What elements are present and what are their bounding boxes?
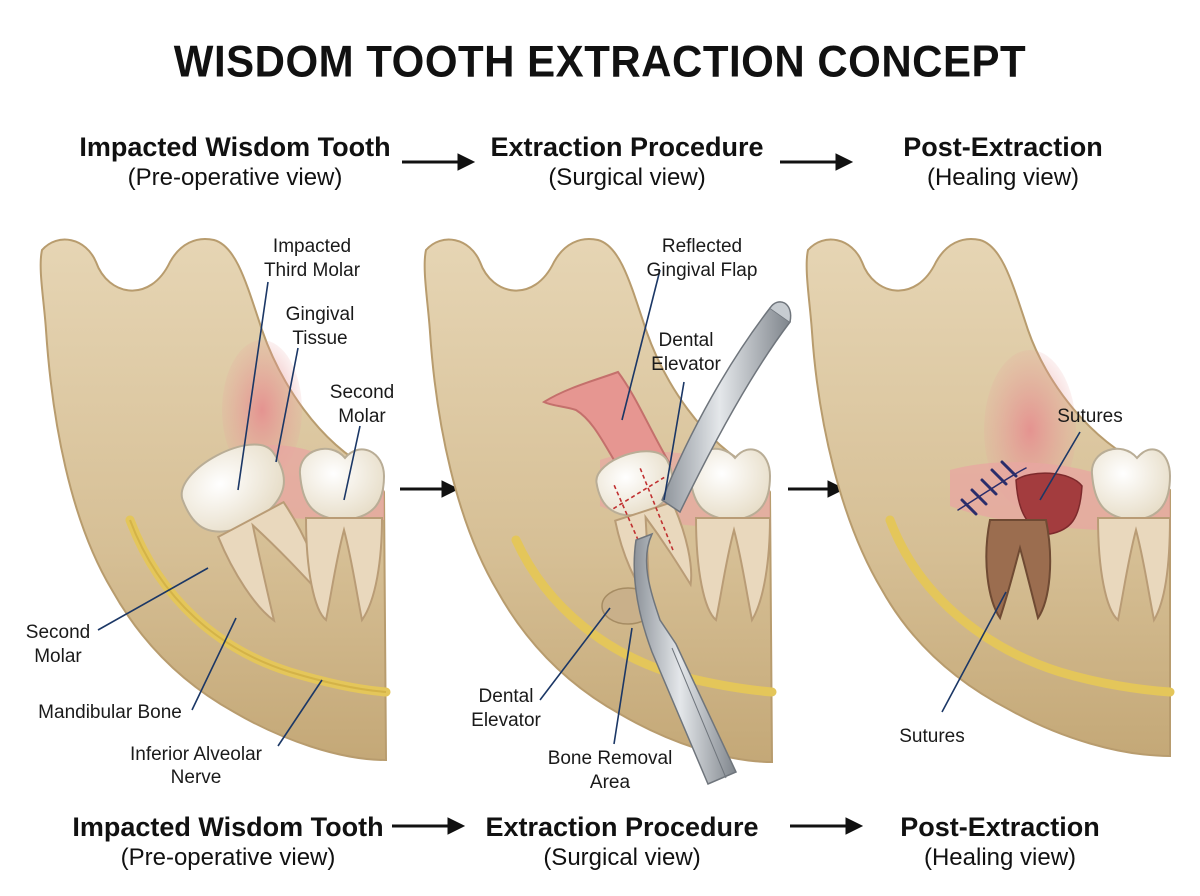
label-elevator-top: Elevator [651, 354, 721, 375]
label-inferior-alveolar: Inferior Alveolar [130, 744, 263, 765]
label-bone-removal: Bone Removal [548, 748, 673, 769]
label-area: Area [590, 772, 631, 793]
label-molar-left: Molar [34, 646, 82, 667]
label-elevator-bottom: Elevator [471, 710, 541, 731]
label-tissue: Tissue [292, 328, 347, 349]
header-title: Post-Extraction [903, 132, 1103, 162]
header-subtitle: (Surgical view) [548, 163, 706, 191]
header-bottom-post: Post-Extraction (Healing view) [820, 812, 1180, 872]
label-sutures-bottom: Sutures [899, 726, 964, 747]
header-bottom-impacted: Impacted Wisdom Tooth (Pre-operative vie… [48, 812, 408, 872]
label-third-molar: Third Molar [264, 260, 361, 281]
header-title: Impacted Wisdom Tooth [79, 132, 391, 162]
header-title: Post-Extraction [900, 812, 1100, 842]
label-nerve: Nerve [171, 767, 222, 788]
panel-post-extraction: Sutures Sutures [805, 238, 1175, 758]
label-molar-right: Molar [338, 406, 386, 427]
header-subtitle: (Pre-operative view) [120, 843, 336, 871]
sutures-icon [957, 460, 1027, 516]
extraction-socket [1015, 472, 1083, 535]
header-title: Impacted Wisdom Tooth [72, 812, 384, 842]
label-reflected: Reflected [662, 236, 742, 257]
label-sutures-top: Sutures [1057, 406, 1122, 427]
page-title: WISDOM TOOTH EXTRACTION CONCEPT [173, 36, 1027, 87]
dental-elevator-shaft [633, 532, 738, 785]
panel-impacted: Impacted Third Molar Gingival Tissue Sec… [26, 236, 394, 788]
header-title: Extraction Procedure [485, 812, 759, 842]
header-top-post: Post-Extraction (Healing view) [823, 132, 1183, 192]
header-subtitle: (Healing view) [923, 843, 1077, 871]
header-subtitle: (Pre-operative view) [127, 163, 343, 191]
label-second-molar-right: Second [330, 382, 394, 403]
inferior-alveolar-nerve [885, 515, 1175, 697]
label-impacted: Impacted [273, 236, 351, 257]
inferior-alveolar-nerve [511, 535, 777, 697]
header-subtitle: (Surgical view) [543, 843, 701, 871]
panel-extraction: Reflected Gingival Flap Dental Elevator … [423, 236, 792, 793]
header-bottom-extraction: Extraction Procedure (Surgical view) [442, 812, 802, 872]
label-mandibular-bone: Mandibular Bone [38, 702, 182, 723]
header-top-extraction: Extraction Procedure (Surgical view) [447, 132, 807, 192]
header-title: Extraction Procedure [490, 132, 764, 162]
label-dental-top: Dental [659, 330, 714, 351]
arrow-icon [392, 153, 864, 835]
header-subtitle: (Healing view) [926, 163, 1080, 191]
label-dental-bottom: Dental [479, 686, 534, 707]
label-second-molar-left: Second [26, 622, 90, 643]
label-gingival-flap: Gingival Flap [647, 260, 758, 281]
header-top-impacted: Impacted Wisdom Tooth (Pre-operative vie… [55, 132, 415, 192]
label-gingival: Gingival [286, 304, 355, 325]
